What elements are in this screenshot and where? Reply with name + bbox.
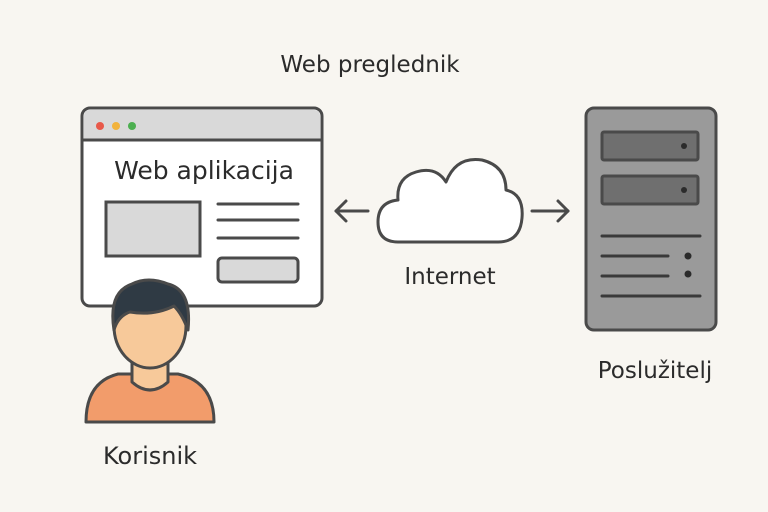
user-avatar-icon xyxy=(84,278,216,424)
maximize-dot-icon xyxy=(128,122,136,130)
browser-window-icon xyxy=(80,106,324,308)
user-label: Korisnik xyxy=(102,442,198,470)
cloud-icon xyxy=(376,157,524,244)
minimize-dot-icon xyxy=(112,122,120,130)
web-app-label: Web aplikacija xyxy=(114,156,294,185)
close-dot-icon xyxy=(96,122,104,130)
server-label: Poslužitelj xyxy=(597,358,713,384)
arrow-left-icon xyxy=(334,199,370,223)
browser-label: Web preglednik xyxy=(280,52,460,78)
button-placeholder-icon xyxy=(216,256,300,284)
arrow-right-icon xyxy=(530,199,570,223)
internet-label: Internet xyxy=(404,264,496,290)
image-placeholder-icon xyxy=(104,200,202,258)
server-tower-icon xyxy=(584,106,718,332)
